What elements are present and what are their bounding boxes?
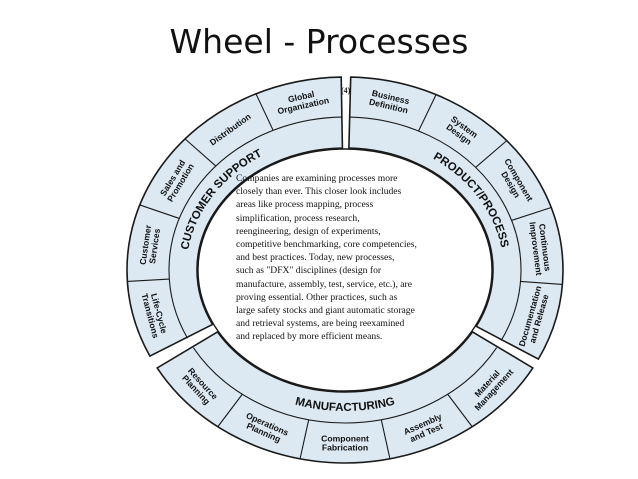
slide-title: Wheel - Processes [169,22,469,61]
wheel-center-description: Companies are examining processes more c… [236,173,417,343]
item-separator [184,138,217,167]
item-separator [418,94,437,132]
sector-product-process [348,76,564,361]
item-label-customer-services: CustomerServices [138,224,163,267]
sector-divider-manufacturing [192,347,498,424]
item-separator [511,206,552,221]
item-separator [127,278,170,282]
sector-divider-product-process [349,116,522,341]
item-separator [139,204,180,219]
item-separator [255,93,274,131]
item-separator [475,140,508,168]
sector-customer-support [126,76,344,358]
sector-divider-customer-support [168,116,342,339]
item-separator [217,393,243,428]
item-separator [299,419,310,459]
sector-manufacturing [156,330,534,464]
wheel-center [197,148,493,392]
item-separator [520,280,563,286]
item-separator [380,419,391,459]
figure-marker: (4) [341,86,351,95]
item-separator [447,393,473,428]
